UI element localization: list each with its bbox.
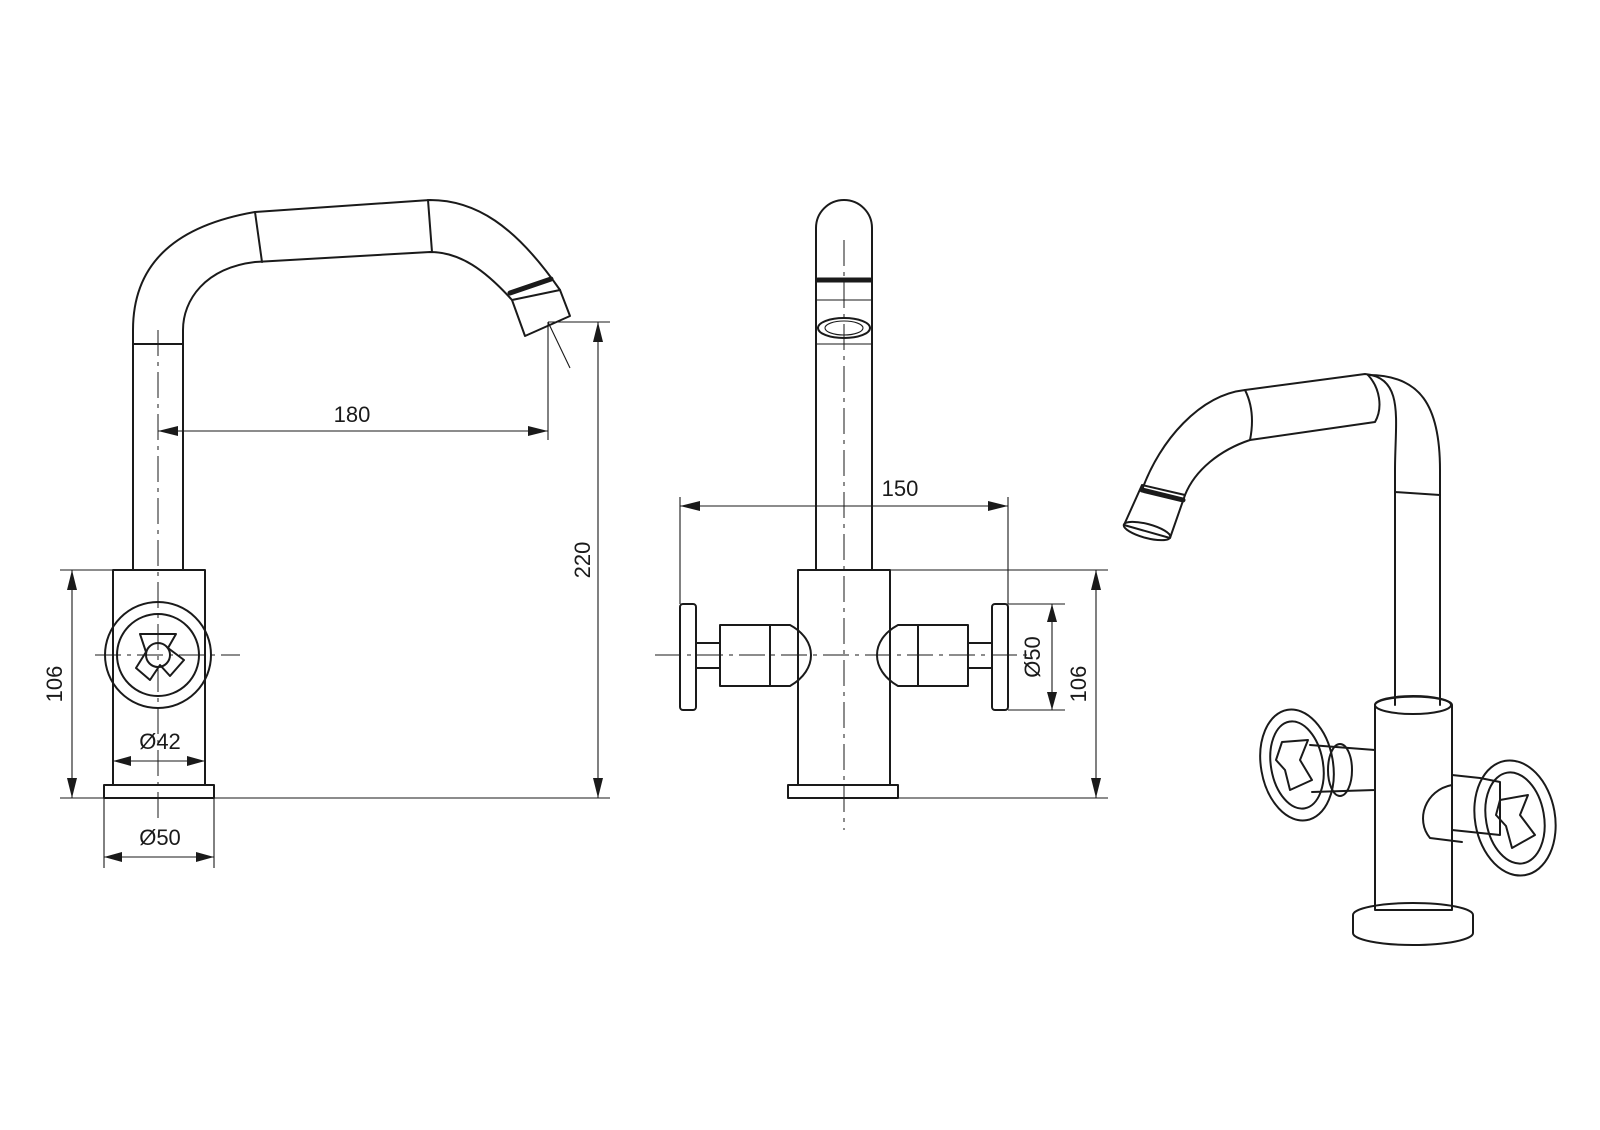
handle-wheel-diameter-dimension: Ø50 [1008,603,1065,711]
handle-wheel-diameter-label: Ø50 [1020,636,1045,678]
reach-dimension: 180 [158,322,549,440]
side-spout-outer [132,199,561,571]
total-height-label: 220 [570,542,595,579]
base-diameter-label: Ø50 [139,825,181,850]
base-diameter-dimension: Ø50 [103,798,215,868]
total-height-dimension: 220 [214,321,610,799]
front-base [787,784,899,799]
perspective-spout-inner [1367,374,1441,706]
handle-diameter-label: Ø42 [139,729,181,754]
perspective-left-wheel [1259,708,1376,822]
handle-span-label: 150 [882,476,919,501]
handle-span-dimension: 150 [679,476,1009,604]
front-spout [815,199,873,571]
side-view: 180 220 106 Ø42 [42,199,610,868]
front-body-height-label: 106 [1066,666,1091,703]
front-body-height-dimension: 106 [890,569,1108,799]
perspective-body [1374,695,1453,911]
side-spout-inner [182,251,513,571]
front-view: 150 Ø50 106 [655,199,1108,830]
front-right-handle [876,603,1009,711]
side-body-height-label: 106 [42,666,67,703]
reach-label: 180 [334,402,371,427]
perspective-view [1122,373,1557,946]
side-base [103,784,215,799]
front-left-handle [679,603,812,711]
side-body-height-dimension: 106 [42,569,113,799]
handle-diameter-dimension: Ø42 [113,729,205,766]
perspective-spout-outer [1141,373,1398,706]
perspective-right-wheel [1422,759,1557,877]
side-handle-wheel [95,601,240,709]
perspective-base [1352,902,1474,946]
